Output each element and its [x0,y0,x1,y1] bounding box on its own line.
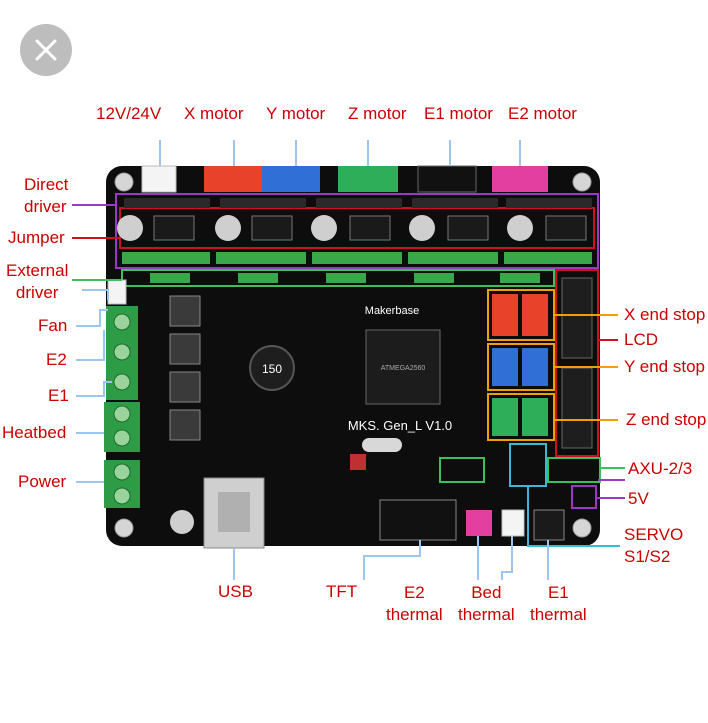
driver-sockets [124,198,592,208]
label-y-motor: Y motor [266,104,326,123]
inductor [249,345,295,391]
terminal-screws [113,313,131,391]
label-e1-thermal: E1 thermal [530,583,587,624]
lcd-outline [555,269,599,457]
label-e1-motor: E1 motor [424,104,493,123]
leader-lines-blue [76,140,549,580]
label-e2-motor: E2 motor [508,104,577,123]
leader-lines-orange [554,314,618,421]
mcu-chip [365,329,441,405]
mount-hole [572,518,592,538]
label-e1: E1 [48,386,69,405]
close-button[interactable] [20,24,72,76]
z-motor-connector [338,166,398,192]
close-icon [35,39,57,61]
e1-motor-connector [417,165,477,193]
label-direct-driver: Direct driver [24,175,69,216]
label-x-motor: X motor [184,104,244,123]
aux23-outline [547,457,601,483]
label-z-motor: Z motor [348,104,407,123]
e2-motor-connector [492,166,548,192]
label-e2: E2 [46,350,67,369]
e2-thermal-connector [466,510,492,536]
label-tft: TFT [326,582,358,601]
label-power: Power [18,472,67,491]
e1-thermal-connector [533,509,565,541]
external-driver-headers [150,273,540,283]
label-bed-thermal: Bed thermal [458,583,515,624]
leader-lines-cyan [527,486,620,547]
jumper-blocks [153,215,587,241]
label-power-in: 12V/24V [96,104,162,123]
green-pin-headers [122,252,592,264]
y-motor-connector [262,166,320,192]
label-aux23: AXU-2/3 [628,459,693,478]
fan-connector [107,279,127,305]
mount-hole [114,172,134,192]
label-z-endstop: Z end stop [626,410,707,429]
crystal [362,438,402,452]
mcu-marking: ATMEGA2560 [381,365,426,372]
mosfets [169,295,201,441]
aux2-outline [439,457,485,483]
label-heatbed: Heatbed [2,423,67,442]
label-external-driver: External driver [6,261,69,302]
external-driver-outline [121,269,555,287]
label-y-endstop: Y end stop [624,357,705,376]
aux1-connector [379,499,457,541]
direct-driver-outline [115,193,599,269]
leader-lines-green [72,279,625,469]
label-5v: 5V [628,489,649,508]
leader-lines-red [72,237,618,341]
board-model: MKS. Gen_L V1.0 [348,418,452,433]
bed-thermal-connector [501,509,525,537]
label-x-endstop: X end stop [624,305,706,324]
power-connector [141,165,177,193]
label-fan: Fan [38,316,68,335]
label-lcd: LCD [624,330,659,349]
inductor-value: 150 [262,362,282,376]
capacitor [170,510,194,534]
x-motor-connector [204,166,264,192]
driver-capacitors [117,215,533,241]
z-endstop-outline [487,393,555,441]
label-usb: USB [218,582,253,601]
label-jumper: Jumper [8,228,65,247]
label-servo: SERVO S1/S2 [624,525,684,566]
reset-button [350,454,366,470]
board-brand: Makerbase [365,305,419,317]
mount-hole [572,172,592,192]
leader-lines-purple [72,204,625,499]
mount-hole [114,518,134,538]
label-e2-thermal: E2 thermal [386,583,443,624]
